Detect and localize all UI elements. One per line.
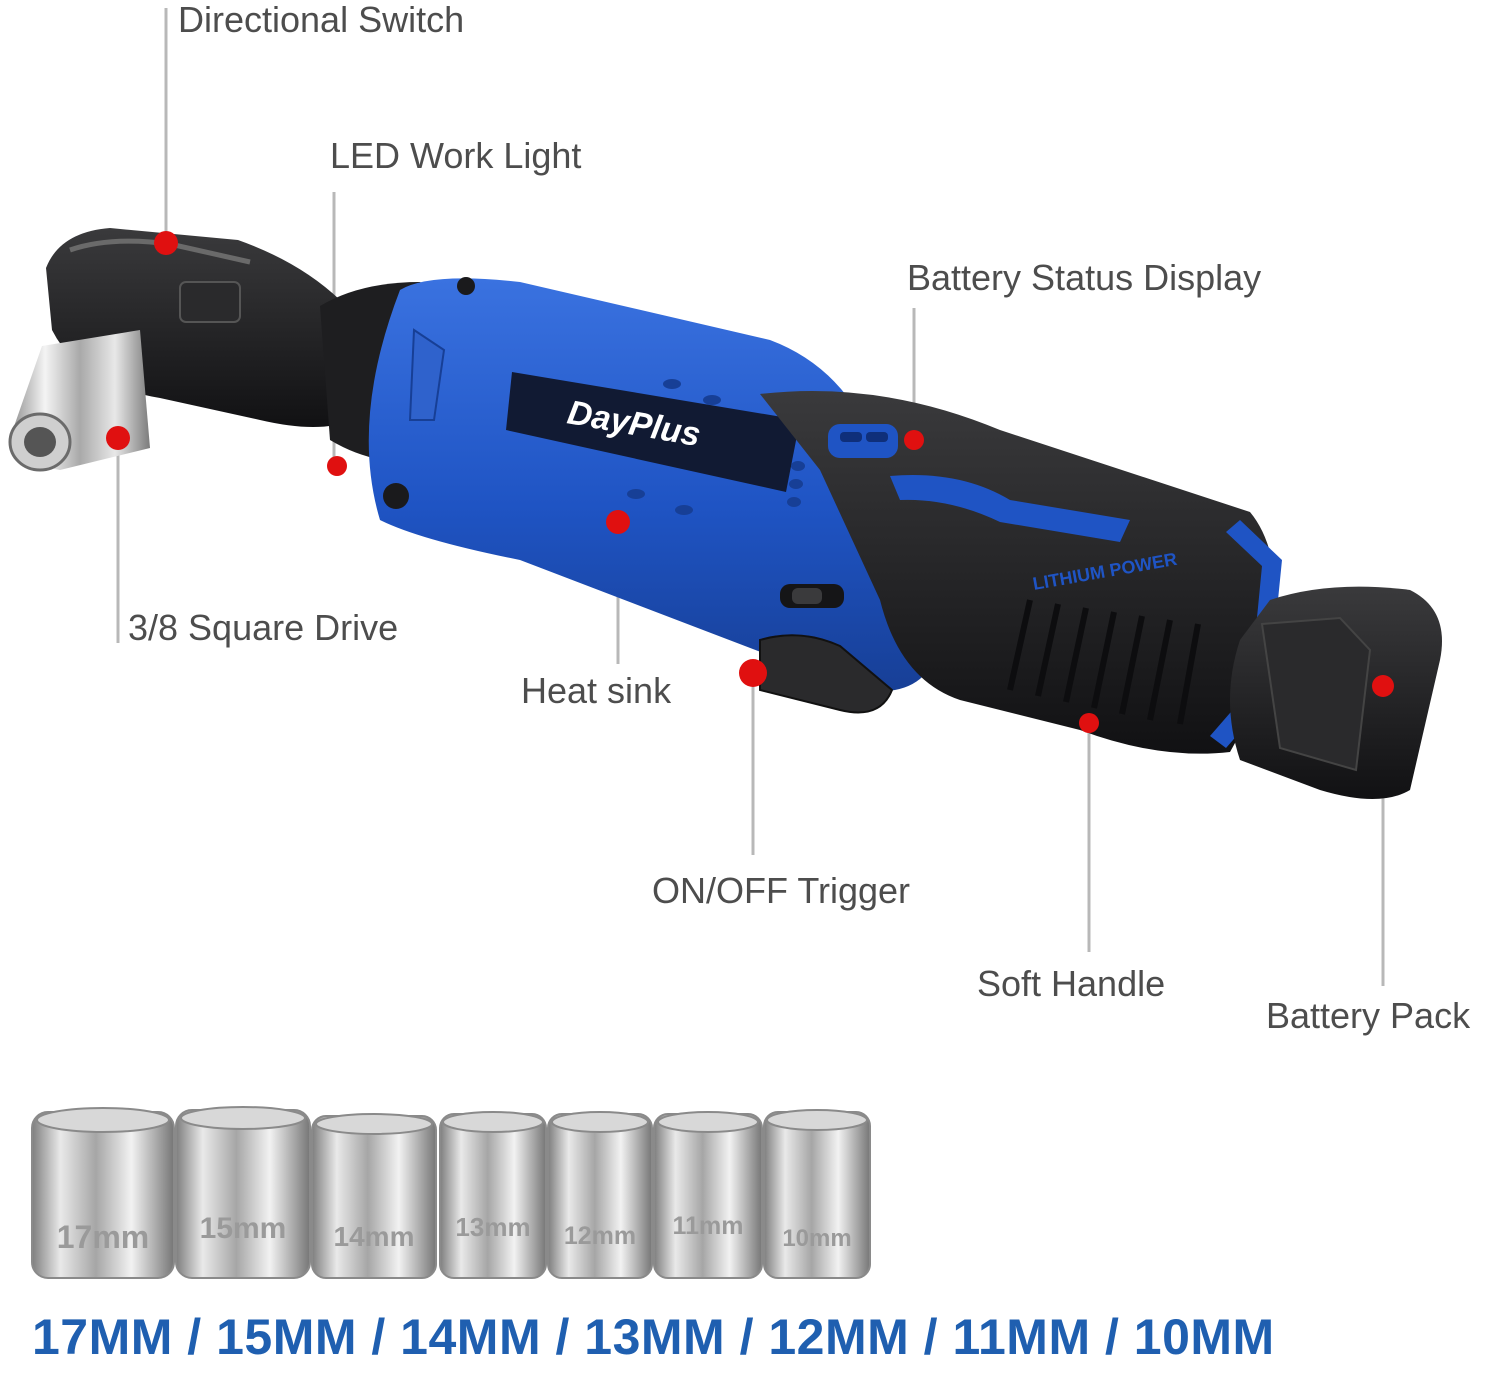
socket-stamp: 15mm [200, 1212, 287, 1245]
label-battery-status-display: Battery Status Display [907, 257, 1262, 298]
socket-13mm: 13mm [439, 1111, 547, 1279]
label-on-off-trigger: ON/OFF Trigger [652, 870, 911, 911]
socket-stamp: 14mm [334, 1221, 415, 1252]
heat-sink-vents [627, 379, 805, 515]
label-led-work-light: LED Work Light [330, 135, 582, 176]
tool-body: DayPlus [368, 277, 940, 692]
socket-stamp: 13mm [455, 1212, 530, 1242]
battery-pack-shape [1230, 586, 1442, 799]
socket-stamp: 17mm [57, 1219, 150, 1255]
label-battery-pack: Battery Pack [1266, 995, 1471, 1036]
socket-15mm: 15mm [175, 1106, 311, 1279]
callout-markers [106, 231, 1394, 733]
socket-11mm: 11mm [653, 1111, 763, 1279]
socket-17mm: 17mm [31, 1107, 175, 1279]
trigger-shape [759, 634, 894, 714]
drive-socket [8, 330, 150, 472]
ratchet-wrench-illustration: DayPlus [8, 8, 1442, 986]
socket-stamp: 12mm [564, 1222, 636, 1250]
socket-set: 17mm 15mm 14mm 13mm 12mm 11mm [31, 1106, 871, 1279]
label-soft-handle: Soft Handle [977, 963, 1166, 1004]
label-heat-sink: Heat sink [521, 670, 672, 711]
socket-10mm: 10mm [763, 1109, 871, 1279]
socket-14mm: 14mm [311, 1113, 437, 1279]
socket-size-caption: 17MM / 15MM / 14MM / 13MM / 12MM / 11MM … [32, 1309, 1275, 1365]
socket-stamp: 11mm [673, 1212, 744, 1240]
grip-texture [1007, 599, 1201, 725]
label-directional-switch: Directional Switch [178, 0, 465, 40]
label-square-drive: 3/8 Square Drive [128, 607, 399, 648]
socket-stamp: 10mm [782, 1225, 851, 1252]
socket-12mm: 12mm [547, 1111, 653, 1279]
